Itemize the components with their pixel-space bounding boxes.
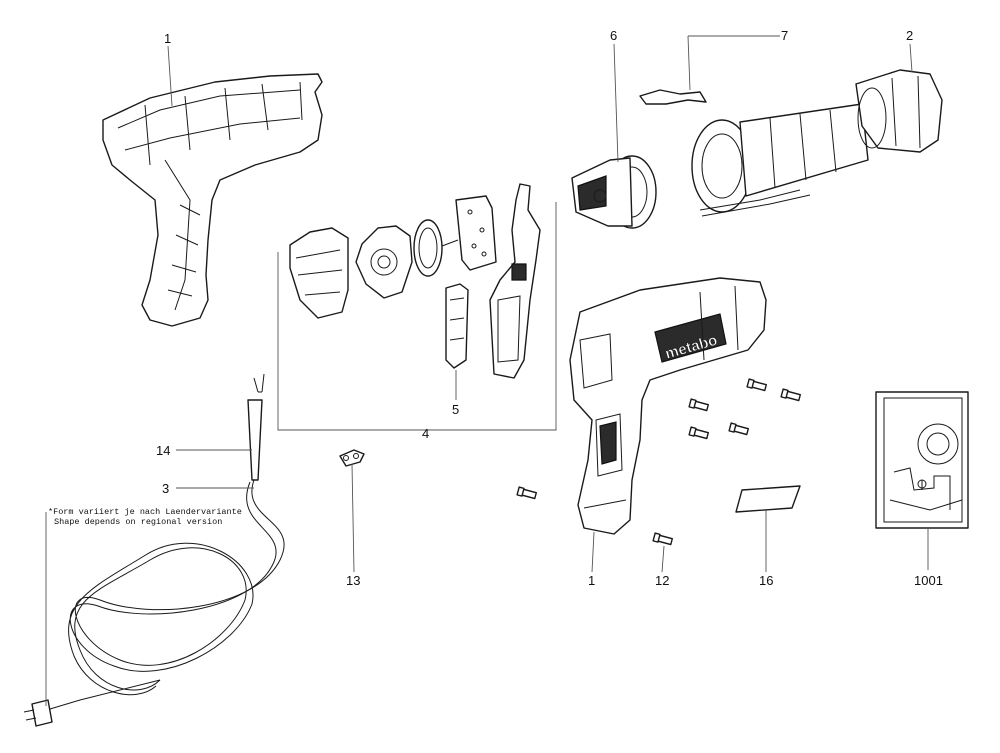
heating-element — [639, 89, 869, 217]
part-label-2: 2 — [906, 28, 913, 43]
housing-assembled: metabo — [569, 277, 767, 535]
motor — [571, 155, 657, 229]
strain-relief-clip — [339, 449, 365, 467]
part-label-1001: 1001 — [914, 573, 943, 588]
part-label-12: 12 — [655, 573, 669, 588]
leader-lines — [45, 35, 929, 706]
part-label-4: 4 — [422, 426, 429, 441]
regional-note-line2: Shape depends on regional version — [54, 517, 222, 527]
power-cord — [23, 373, 285, 727]
screws — [516, 378, 801, 546]
electronics-group — [289, 183, 541, 379]
part-label-3: 3 — [162, 481, 169, 496]
part-label-13: 13 — [346, 573, 360, 588]
housing-half-left — [102, 73, 323, 327]
part-label-16: 16 — [759, 573, 773, 588]
label-plate — [735, 485, 801, 513]
part-label-6: 6 — [610, 28, 617, 43]
part-label-1-top: 1 — [164, 31, 171, 46]
part-label-5: 5 — [452, 402, 459, 417]
circuit-diagram-card — [875, 391, 969, 529]
regional-note-line1: *Form variiert je nach Laendervariante — [48, 507, 242, 517]
part-label-14: 14 — [156, 443, 170, 458]
part-label-7: 7 — [781, 28, 788, 43]
fan-housing — [855, 69, 943, 153]
part-label-1-bottom: 1 — [588, 573, 595, 588]
